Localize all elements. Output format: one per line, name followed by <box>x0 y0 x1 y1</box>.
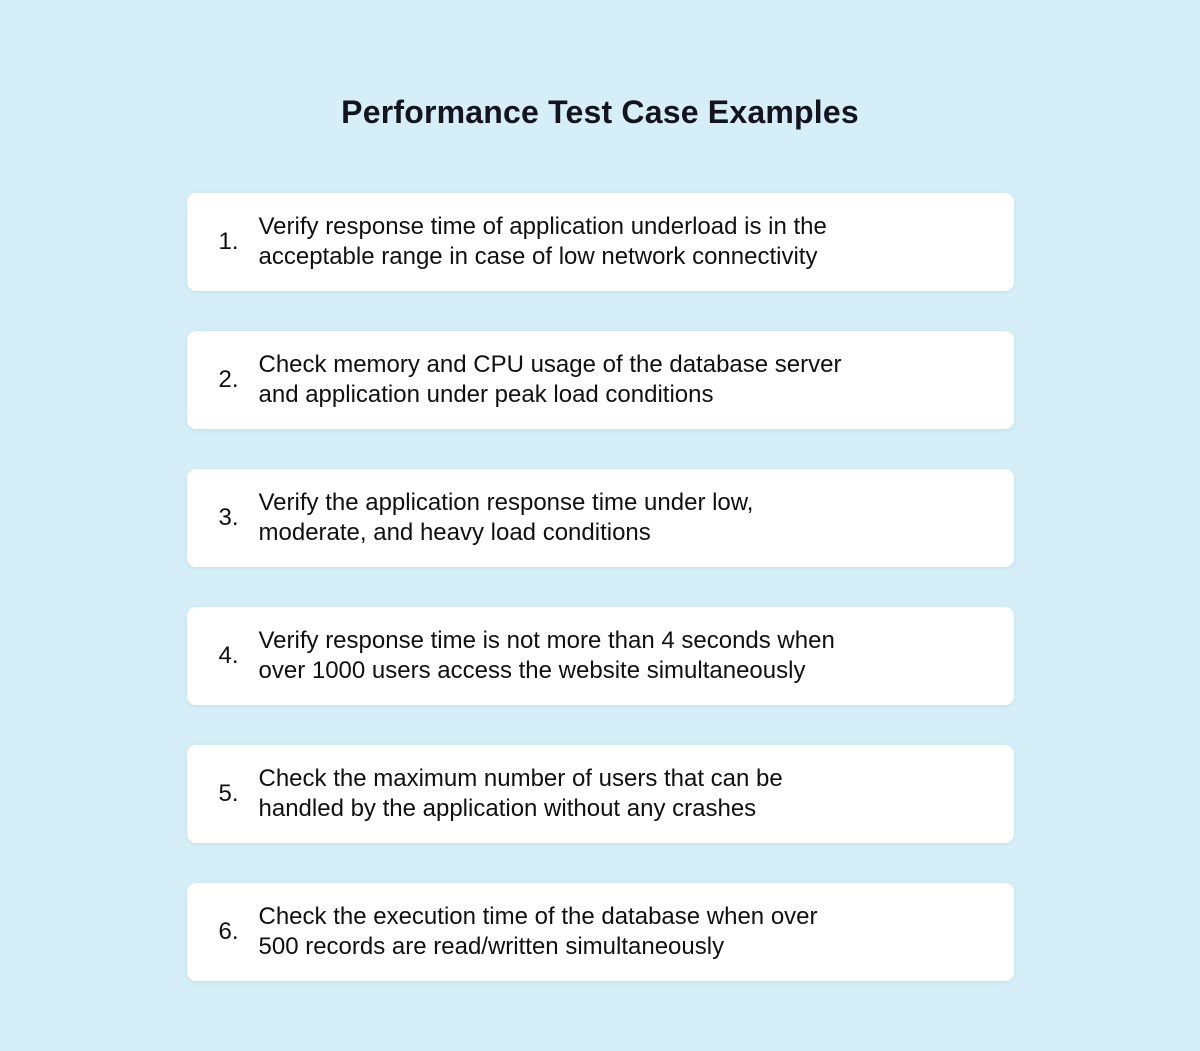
test-case-card-1: 1. Verify response time of application u… <box>186 193 1014 291</box>
test-case-list: 1. Verify response time of application u… <box>186 193 1014 981</box>
test-case-card-4: 4. Verify response time is not more than… <box>186 607 1014 705</box>
test-case-text: Check the execution time of the database… <box>259 902 818 962</box>
test-case-line: Check memory and CPU usage of the databa… <box>258 351 842 378</box>
test-case-number: 2. <box>218 366 239 393</box>
test-case-card-2: 2. Check memory and CPU usage of the dat… <box>186 331 1014 429</box>
test-case-line: Verify response time of application unde… <box>258 213 827 240</box>
test-case-line: moderate, and heavy load conditions <box>258 519 651 546</box>
test-case-text: Check memory and CPU usage of the databa… <box>259 350 842 410</box>
test-case-text: Verify response time is not more than 4 … <box>259 626 835 686</box>
test-case-line: Check the execution time of the database… <box>258 903 818 930</box>
test-case-card-5: 5. Check the maximum number of users tha… <box>186 745 1014 843</box>
page-title: Performance Test Case Examples <box>341 94 859 130</box>
test-case-line: Verify response time is not more than 4 … <box>258 627 835 654</box>
test-case-line: acceptable range in case of low network … <box>258 243 818 270</box>
test-case-number: 3. <box>218 504 239 531</box>
test-case-card-6: 6. Check the execution time of the datab… <box>186 883 1014 981</box>
test-case-text: Verify the application response time und… <box>259 488 754 548</box>
test-case-line: Check the maximum number of users that c… <box>258 765 783 792</box>
test-case-number: 6. <box>218 918 239 945</box>
test-case-number: 4. <box>218 642 239 669</box>
test-case-line: and application under peak load conditio… <box>258 381 714 408</box>
test-case-number: 1. <box>218 228 239 255</box>
test-case-line: 500 records are read/written simultaneou… <box>258 933 725 960</box>
test-case-text: Verify response time of application unde… <box>259 212 827 272</box>
test-case-line: over 1000 users access the website simul… <box>258 657 806 684</box>
test-case-line: handled by the application without any c… <box>258 795 757 822</box>
test-case-number: 5. <box>218 780 239 807</box>
test-case-line: Verify the application response time und… <box>258 489 754 516</box>
test-case-card-3: 3. Verify the application response time … <box>186 469 1014 567</box>
test-case-text: Check the maximum number of users that c… <box>259 764 783 824</box>
